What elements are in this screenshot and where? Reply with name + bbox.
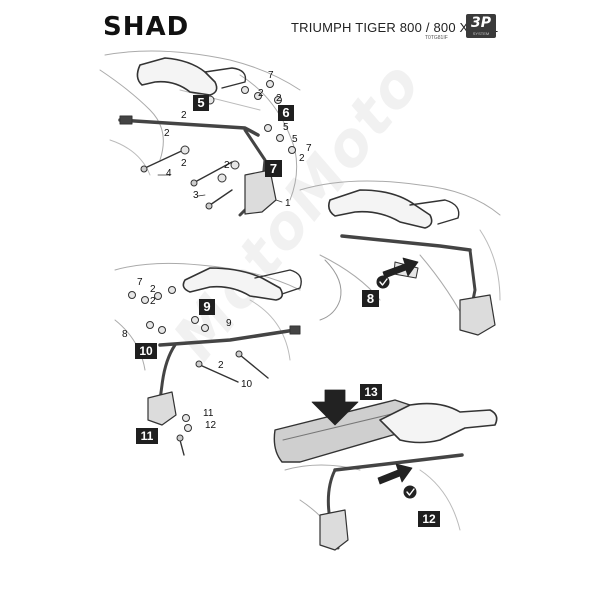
callout-2: 2 (224, 160, 230, 171)
page-title: TRIUMPH TIGER 800 / 800 XC '11 (291, 20, 499, 35)
panel-3-left-side-view (114, 262, 302, 456)
brand-logo: SHAD (103, 12, 190, 42)
callout-7: 7 (137, 277, 143, 288)
panel-2-mounted-view (299, 180, 501, 336)
callout-2: 2 (299, 153, 305, 164)
step-11-label: 11 (140, 429, 154, 443)
callout-2: 2 (150, 284, 156, 295)
badge-main-text: 3P (470, 15, 491, 31)
reference-code: T0TG81IF (425, 35, 448, 41)
callout-2: 2 (276, 93, 282, 104)
callout-2: 2 (150, 296, 156, 307)
step-7-box: 7 (265, 160, 282, 177)
step-5-label: 5 (197, 95, 205, 110)
step-8-box: 8 (362, 290, 379, 307)
step-6-label: 6 (282, 105, 290, 120)
callout-2: 2 (181, 110, 187, 121)
callout-1: 1 (285, 198, 291, 209)
callout-2: 2 (164, 128, 170, 139)
step-10-label: 10 (139, 344, 153, 358)
callout-10: 10 (241, 379, 253, 390)
step-11-box: 11 (136, 428, 158, 444)
step-12-label: 12 (422, 512, 436, 526)
callout-2: 2 (218, 360, 224, 371)
callout-7: 7 (306, 143, 312, 154)
callout-5: 5 (292, 134, 298, 145)
badge-sub-text: SYSTEM (472, 31, 490, 36)
panel-1-exploded-view (99, 50, 301, 217)
callout-4: 4 (166, 168, 172, 179)
callout-3: 3 (193, 190, 199, 201)
callout-9: 9 (226, 318, 232, 329)
step-5-box: 5 (193, 95, 209, 111)
step-9-box: 9 (199, 299, 215, 315)
callout-12: 12 (205, 420, 217, 431)
callout-5: 5 (283, 122, 289, 133)
callout-2: 2 (258, 88, 264, 99)
step-6-box: 6 (278, 105, 294, 121)
step-10-box: 10 (135, 343, 157, 359)
step-7-label: 7 (269, 161, 278, 176)
step-12-box: 12 (418, 511, 440, 527)
step-9-label: 9 (203, 299, 211, 314)
callout-8: 8 (122, 329, 128, 340)
callout-11: 11 (203, 408, 214, 419)
callout-7: 7 (268, 70, 274, 81)
step-13-box: 13 (360, 384, 382, 400)
panel-4-topcase-view (273, 389, 498, 551)
3p-system-badge: 3P SYSTEM (466, 14, 496, 38)
step-8-label: 8 (366, 291, 375, 306)
step-13-label: 13 (364, 385, 378, 399)
callout-2: 2 (181, 158, 187, 169)
